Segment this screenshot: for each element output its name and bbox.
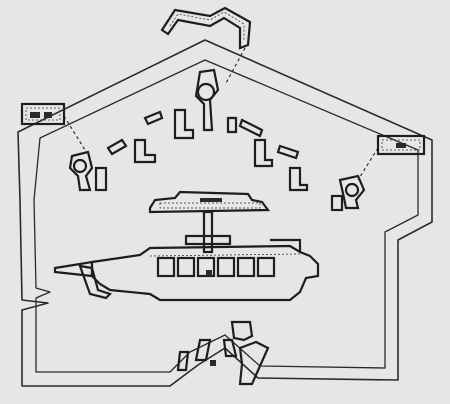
western-spur [53,260,113,300]
left-bastion [20,102,86,151]
main-barracks [90,238,320,302]
upper-barracks [148,190,271,214]
main-barracks-rooms [156,256,276,278]
casemate-group [68,68,366,212]
inner-rampart [33,59,419,373]
top-bastion [160,6,252,86]
outer-rampart [17,39,433,387]
central-corridor [184,210,232,254]
south-gate-structures [176,320,270,386]
right-bastion [357,134,426,181]
